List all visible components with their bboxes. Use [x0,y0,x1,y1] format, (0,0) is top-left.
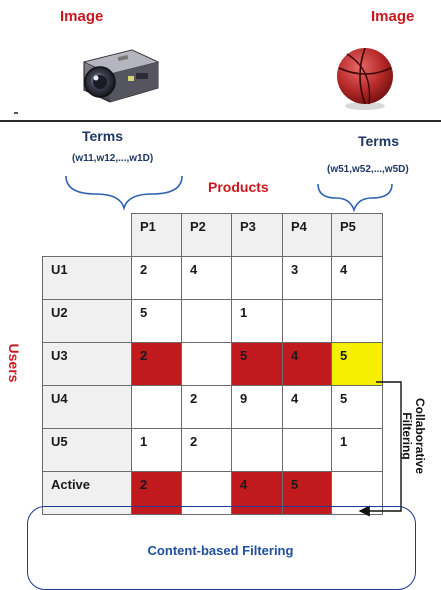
right-image-label: Image [371,8,415,25]
rating-cell: 2 [181,428,232,472]
rating-cell-highlighted: 2 [131,471,182,515]
target-rating-cell [331,471,383,515]
header-row: P1 P2 P3 P4 P5 [42,213,383,257]
rating-cell [131,385,182,429]
rating-cell: 2 [181,385,232,429]
horizontal-divider [0,120,441,122]
content-based-filtering-label: Content-based Filtering [147,543,294,558]
rating-cell [282,428,332,472]
collaborative-arrow [358,381,402,517]
rating-cell [282,299,332,343]
row-header: U2 [42,299,132,343]
rating-cell: 4 [331,256,383,300]
rating-cell: 5 [331,385,383,429]
left-brace [65,175,183,211]
row-header: U5 [42,428,132,472]
row-header: U4 [42,385,132,429]
collaborative-filtering-label: Collaborative Filtering [400,376,427,496]
right-brace [317,183,393,213]
left-image-label: Image [60,8,104,25]
column-header: P1 [131,213,182,257]
products-label: Products [208,179,269,195]
arrow-path [358,381,402,517]
rating-cell: 1 [131,428,182,472]
predicted-rating-cell: 5 [331,342,383,386]
rating-cell-highlighted: 4 [282,342,332,386]
rating-cell [181,299,232,343]
rating-cell [181,471,232,515]
row-header: U3 [42,342,132,386]
rating-cell [231,428,283,472]
right-terms-weights: (w51,w52,...,w5D) [327,164,409,175]
rating-cell [231,256,283,300]
rating-cell: 9 [231,385,283,429]
column-header: P5 [331,213,383,257]
rating-cell: 4 [181,256,232,300]
projector-icon [82,49,160,103]
rating-cell: 1 [331,428,383,472]
table-row: U2 5 1 [42,299,383,343]
row-header: Active [42,471,132,515]
brace-connectors [65,175,393,213]
right-terms-label: Terms [358,133,399,149]
rating-cell: 1 [231,299,283,343]
collaborative-label-line1: Collaborative [413,397,427,475]
user-product-matrix: P1 P2 P3 P4 P5 U1 2 4 3 4 U2 5 1 U3 2 5 … [42,213,383,515]
column-header: P4 [282,213,332,257]
active-user-row: Active 2 4 5 [42,471,383,515]
left-terms-weights: (w11,w12,...,w1D) [72,153,154,164]
table-row: U4 2 9 4 5 [42,385,383,429]
rating-cell-highlighted: 4 [231,471,283,515]
divider-mark [14,112,18,114]
left-terms-label: Terms [82,128,123,144]
table-row: U5 1 2 1 [42,428,383,472]
rating-cell: 4 [282,385,332,429]
rating-cell [331,299,383,343]
rating-cell: 2 [131,256,182,300]
collaborative-label-line2: Filtering [400,412,414,460]
column-header: P2 [181,213,232,257]
corner-cell [42,213,132,257]
basketball-icon [337,47,393,110]
